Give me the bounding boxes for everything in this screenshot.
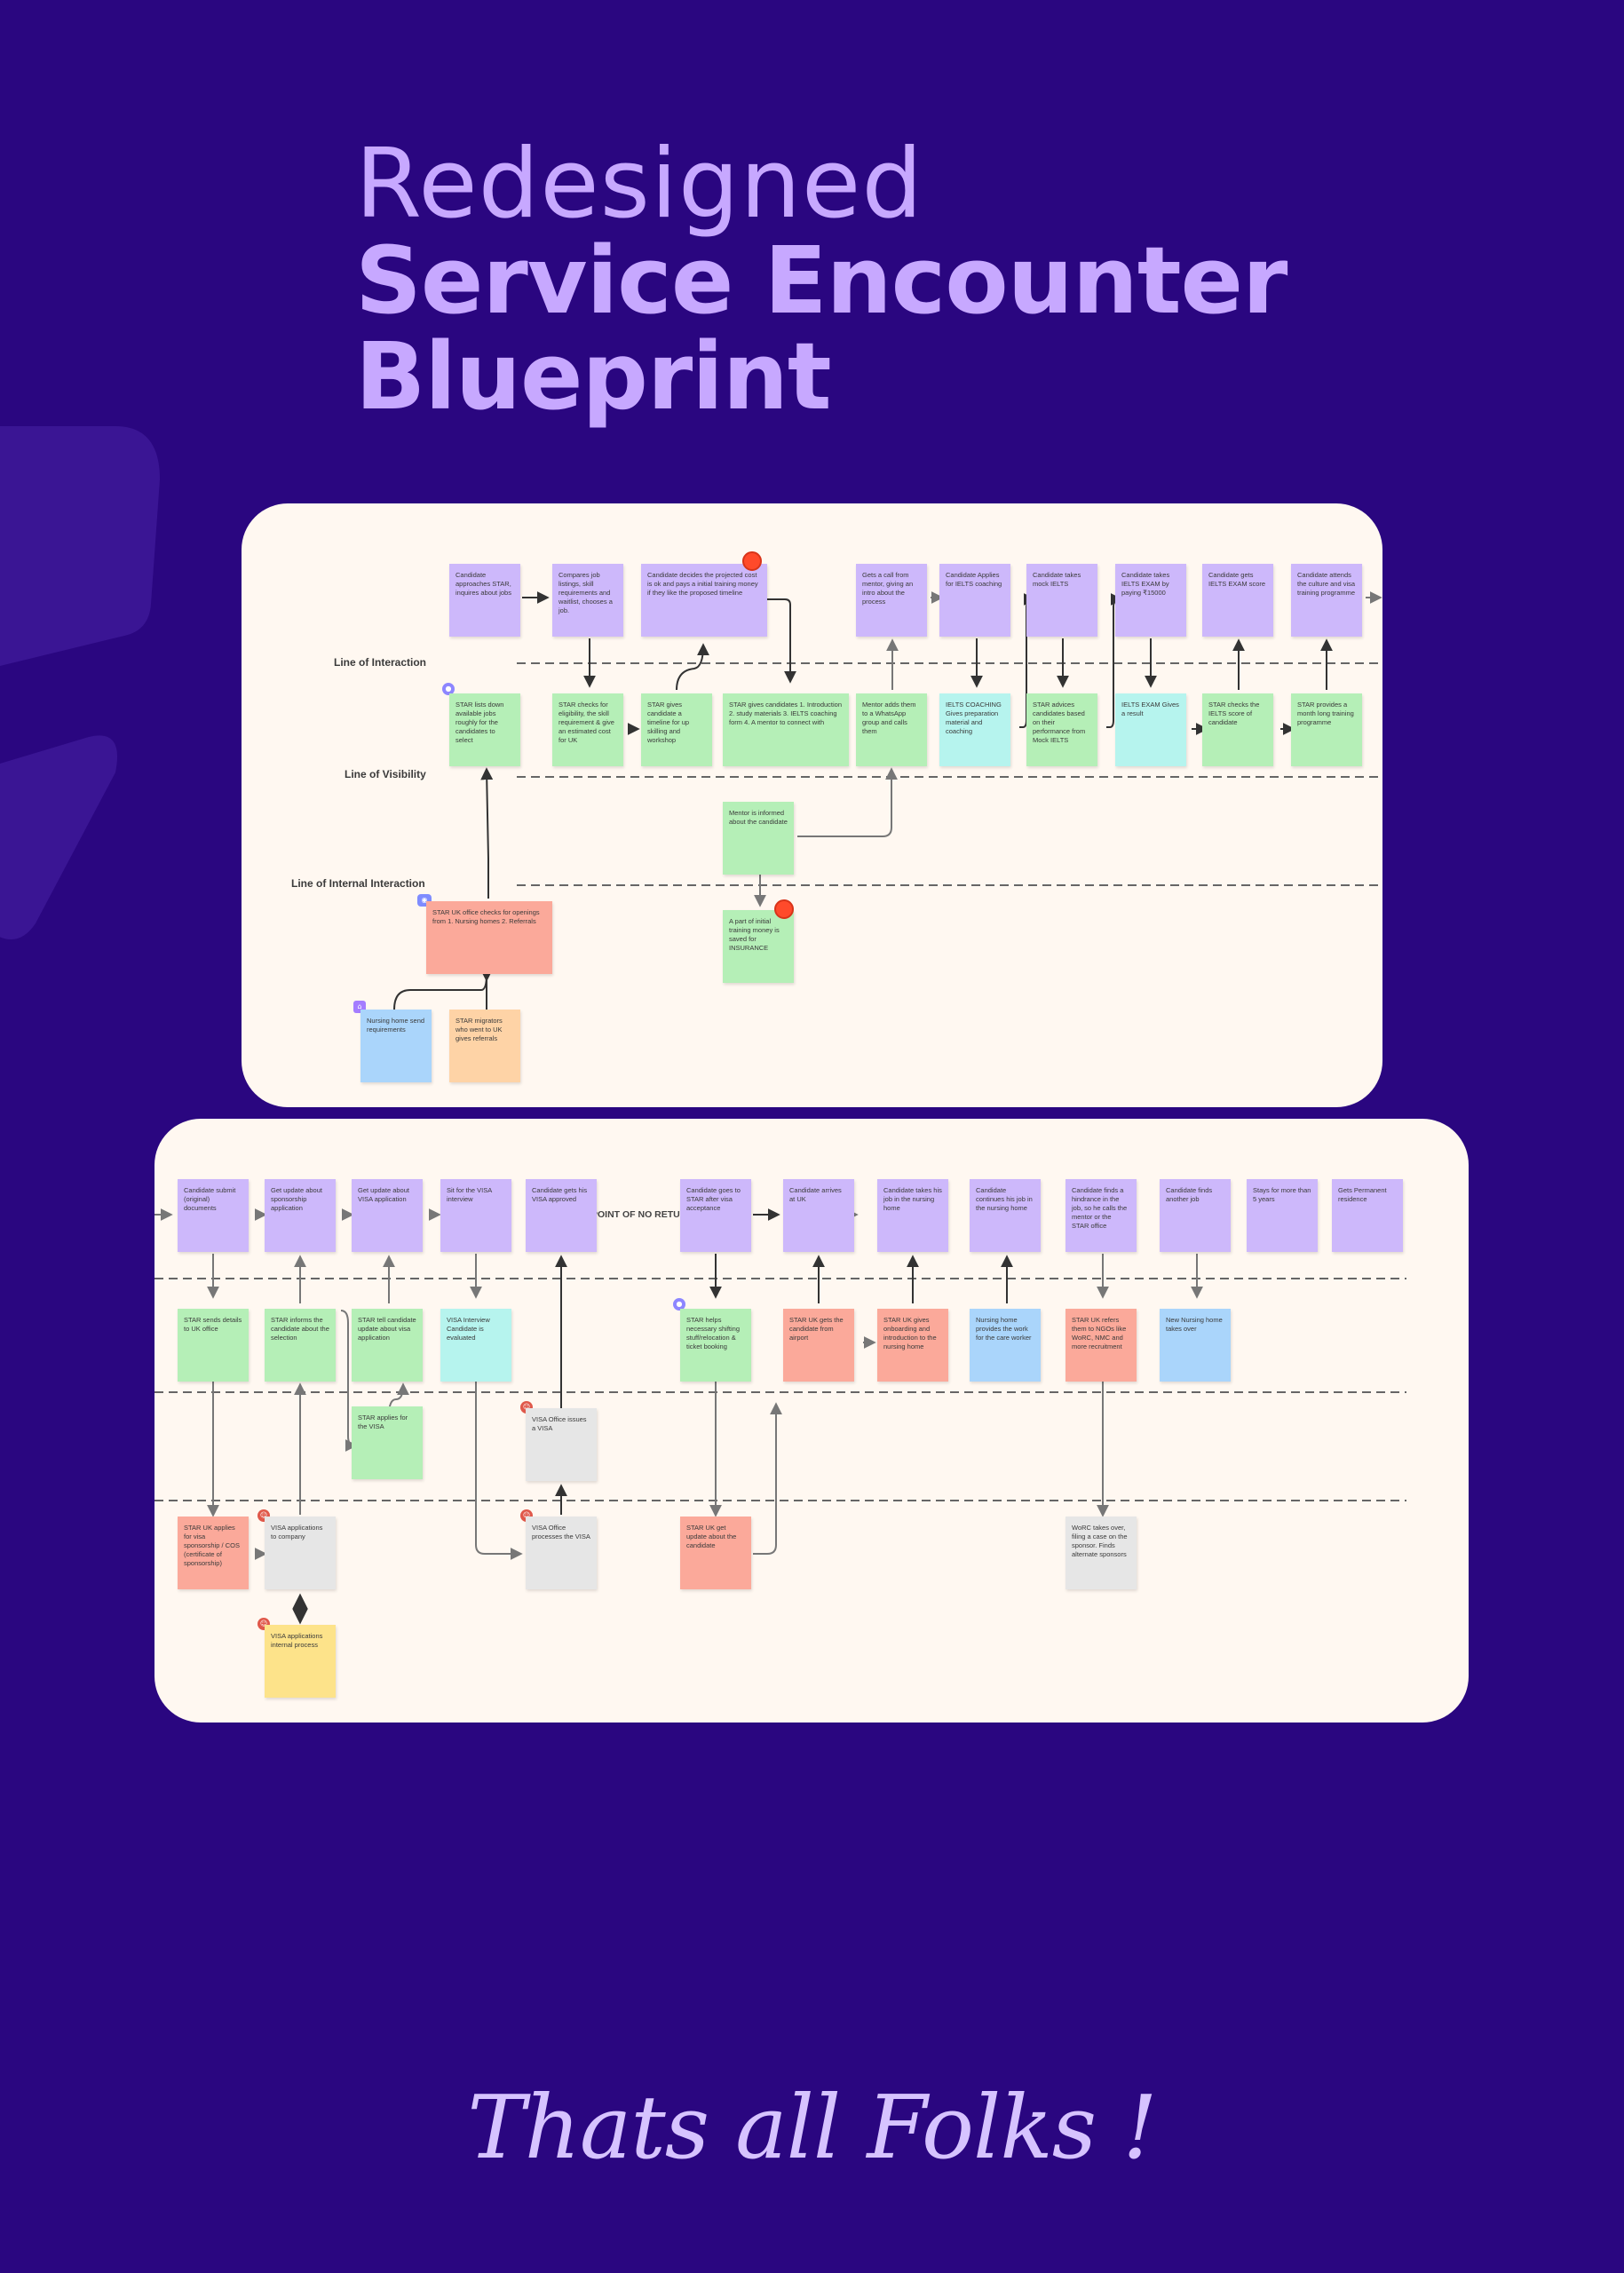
support-process: VISA applications internal process (265, 1625, 336, 1698)
support-process: A part of initial training money is save… (723, 910, 794, 983)
backstage-action: Mentor is informed about the candidate (723, 802, 794, 875)
customer-step: Sit for the VISA interview (440, 1179, 511, 1252)
title-line-2: Service Encounter Blueprint (355, 226, 1287, 431)
onstage-action: Mentor adds them to a WhatsApp group and… (856, 693, 927, 766)
customer-step: Candidate goes to STAR after visa accept… (680, 1179, 751, 1252)
customer-step: Candidate arrives at UK (783, 1179, 854, 1252)
customer-step: Candidate finds a hindrance in the job, … (1066, 1179, 1137, 1252)
customer-step: Gets Permanent residence (1332, 1179, 1403, 1252)
onstage-action: STAR lists down available jobs roughly f… (449, 693, 520, 766)
panel-2-connectors (154, 1208, 1406, 1625)
blueprint-panel-part-1: Line of Interaction Line of Visibility L… (242, 503, 1382, 1107)
onstage-action: STAR checks the IELTS score of candidate (1202, 693, 1273, 766)
backstage-action: VISA Office issues a VISA (526, 1408, 597, 1481)
onstage-action: IELTS COACHING Gives preparation materia… (939, 693, 1010, 766)
footer-text: Thats all Folks ! (467, 2078, 1157, 2179)
customer-step: Gets a call from mentor, giving an intro… (856, 564, 927, 637)
customer-step: Candidate decides the projected cost is … (641, 564, 767, 637)
onstage-action: VISA Interview Candidate is evaluated (440, 1309, 511, 1382)
customer-step: Candidate finds another job (1160, 1179, 1231, 1252)
point-of-no-return-label: POINT OF NO RETURN (591, 1209, 693, 1220)
customer-step: Candidate Applies for IELTS coaching (939, 564, 1010, 637)
onstage-action: STAR tell candidate update about visa ap… (352, 1309, 423, 1382)
backstage-action: STAR applies for the VISA (352, 1406, 423, 1479)
support-process: STAR migrators who went to UK gives refe… (449, 1010, 520, 1082)
support-process: STAR UK applies for visa sponsorship / C… (178, 1517, 249, 1589)
lane-label-interaction: Line of Interaction (334, 656, 427, 669)
onstage-action: STAR checks for eligibility, the skill r… (552, 693, 623, 766)
onstage-action: STAR informs the candidate about the sel… (265, 1309, 336, 1382)
onstage-action: IELTS EXAM Gives a result (1115, 693, 1186, 766)
support-process: VISA Office processes the VISA (526, 1517, 597, 1589)
onstage-action: STAR advices candidates based on their p… (1026, 693, 1097, 766)
customer-step: Candidate gets IELTS EXAM score (1202, 564, 1273, 637)
person-icon: ● (673, 1298, 685, 1311)
title-line-1: Redesigned (355, 129, 923, 240)
onstage-action: STAR UK refers them to NGOs like WoRC, N… (1066, 1309, 1137, 1382)
customer-step: Candidate approaches STAR, inquires abou… (449, 564, 520, 637)
customer-step: Candidate submit (original) documents (178, 1179, 249, 1252)
onstage-action: STAR gives candidates 1. Introduction 2.… (723, 693, 849, 766)
customer-step: Stays for more than 5 years (1247, 1179, 1318, 1252)
support-process: Nursing home send requirements (360, 1010, 432, 1082)
panel-1-connectors (393, 591, 1382, 1010)
customer-step: Candidate takes IELTS EXAM by paying ₹15… (1115, 564, 1186, 637)
lane-label-internal: Line of Internal Interaction (291, 877, 425, 890)
customer-step: Candidate takes mock IELTS (1026, 564, 1097, 637)
customer-step: Candidate gets his VISA approved (526, 1179, 597, 1252)
customer-step: Get update about VISA application (352, 1179, 423, 1252)
onstage-action: STAR UK gives onboarding and introductio… (877, 1309, 948, 1382)
support-process: WoRC takes over, filing a case on the sp… (1066, 1517, 1137, 1589)
blueprint-panel-part-2: POINT OF NO RETURN Candidate submit (ori… (154, 1119, 1469, 1723)
customer-step: Candidate attends the culture and visa t… (1291, 564, 1362, 637)
pain-point-marker (774, 899, 794, 919)
onstage-action: STAR sends details to UK office (178, 1309, 249, 1382)
support-process: STAR UK get update about the candidate (680, 1517, 751, 1589)
onstage-action: STAR helps necessary shifting stuff/relo… (680, 1309, 751, 1382)
onstage-action: STAR provides a month long training prog… (1291, 693, 1362, 766)
decorative-cross-shape (0, 426, 160, 939)
customer-step: Get update about sponsorship application (265, 1179, 336, 1252)
onstage-action: STAR UK gets the candidate from airport (783, 1309, 854, 1382)
support-process: VISA applications to company (265, 1517, 336, 1589)
pain-point-marker (742, 551, 762, 571)
lane-label-visibility: Line of Visibility (345, 768, 426, 780)
support-process: STAR UK office checks for openings from … (426, 901, 552, 974)
customer-step: Candidate takes his job in the nursing h… (877, 1179, 948, 1252)
onstage-action: New Nursing home takes over (1160, 1309, 1231, 1382)
person-icon: ● (442, 683, 455, 695)
customer-step: Candidate continues his job in the nursi… (970, 1179, 1041, 1252)
customer-step: Compares job listings, skill requirement… (552, 564, 623, 637)
onstage-action: STAR gives candidate a timeline for up s… (641, 693, 712, 766)
onstage-action: Nursing home provides the work for the c… (970, 1309, 1041, 1382)
